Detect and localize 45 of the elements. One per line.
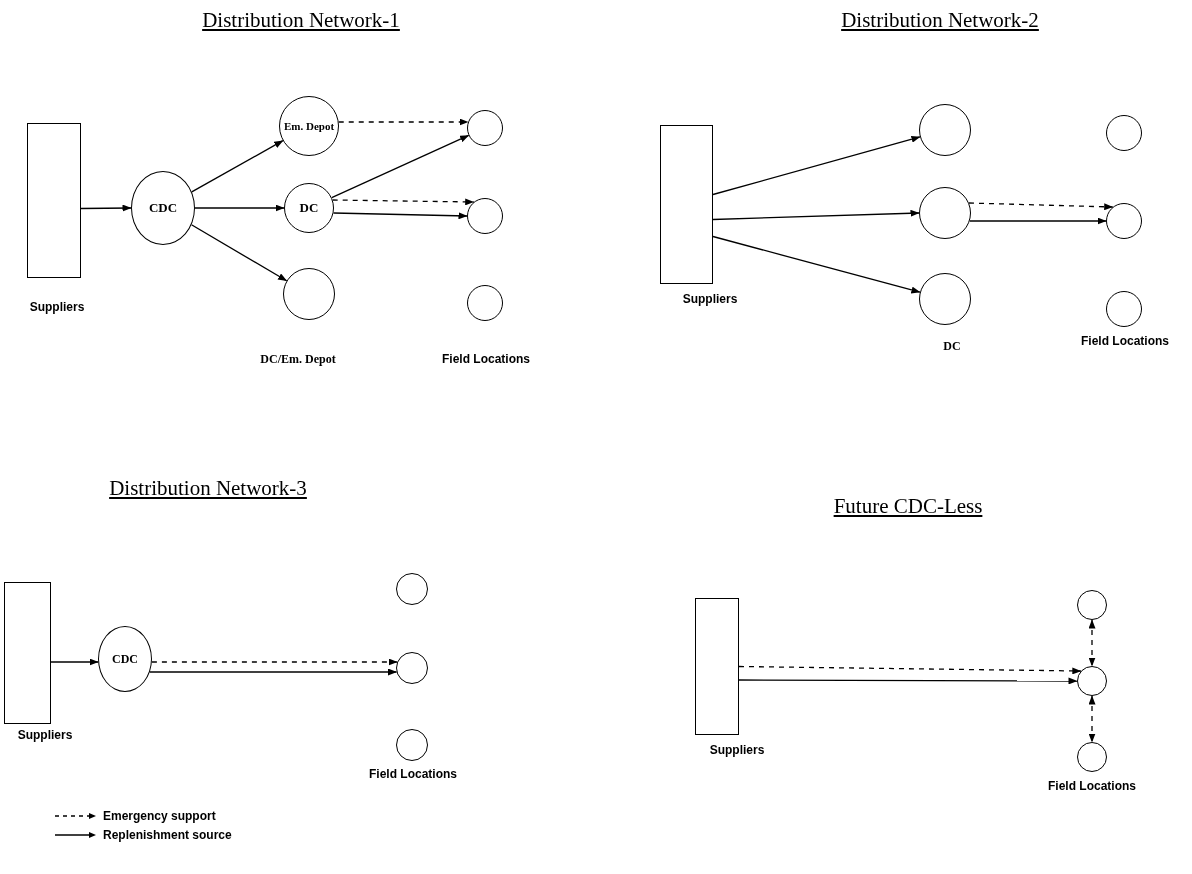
arrow [332, 212, 468, 220]
arrow [80, 204, 132, 212]
node-caption: Suppliers [682, 292, 738, 306]
section-title: Distribution Network-1 [202, 8, 400, 33]
node-caption: Suppliers [709, 743, 765, 757]
arrow [738, 677, 1078, 685]
arrow [338, 118, 469, 126]
arrow [151, 658, 398, 666]
rectangle-node [4, 582, 51, 724]
legend-label: Emergency support [103, 809, 216, 823]
ellipse-node [284, 183, 334, 233]
arrow [190, 224, 288, 282]
section-title: Distribution Network-3 [109, 476, 307, 501]
legend-label: Replenishment source [103, 828, 232, 842]
arrow [712, 209, 920, 221]
arrow [738, 665, 1082, 675]
arrow [712, 135, 921, 196]
arrow [191, 140, 284, 193]
node-label: CDC [148, 200, 178, 216]
double-arrow [1088, 619, 1096, 667]
column-label: Field Locations [369, 767, 457, 781]
arrow [50, 658, 99, 666]
node-label: DC [299, 200, 319, 216]
column-label: Field Locations [1048, 779, 1136, 793]
double-arrow [1088, 695, 1096, 743]
column-label: DC [943, 339, 961, 354]
arrow [969, 217, 1107, 225]
node-caption: Suppliers [29, 300, 85, 314]
arrow [332, 198, 475, 206]
arrow [968, 202, 1114, 211]
arrow [712, 235, 921, 294]
arrow [149, 668, 398, 676]
arrow [194, 204, 285, 212]
column-label: Field Locations [1081, 334, 1169, 348]
rectangle-node [695, 598, 739, 735]
section-title: Future CDC-Less [833, 494, 983, 519]
rectangle-node [660, 125, 713, 284]
node-caption: Suppliers [17, 728, 73, 742]
section-title: Distribution Network-2 [841, 8, 1039, 33]
column-label: DC/Em. Depot [260, 352, 336, 367]
node-label: Em. Depot [283, 120, 335, 132]
arrow [331, 134, 470, 199]
rectangle-node [27, 123, 81, 278]
node-label: CDC [112, 651, 138, 667]
column-label: Field Locations [442, 352, 530, 366]
